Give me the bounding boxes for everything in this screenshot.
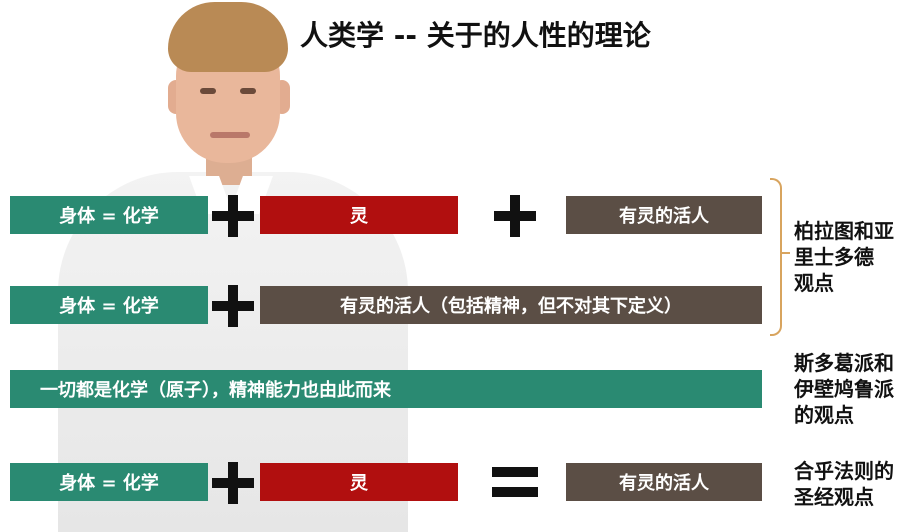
plus-icon	[494, 195, 536, 237]
row2-result-label: 有灵的活人（包括精神，但不对其下定义）	[340, 296, 682, 317]
row4-body-label: 身体 = 化学	[59, 473, 159, 494]
row1-body-label: 身体 = 化学	[59, 206, 159, 227]
row4-body-box: 身体 = 化学	[10, 463, 208, 501]
label-plato-aristotle: 柏拉图和亚 里士多德 观点	[794, 218, 894, 296]
label-biblical: 合乎法则的 圣经观点	[794, 458, 894, 510]
page-title: 人类学 -- 关于的人性的理论	[300, 19, 651, 52]
label-line: 的观点	[794, 403, 854, 427]
label-line: 伊壁鸠鲁派	[794, 377, 894, 401]
row2-result-box: 有灵的活人（包括精神，但不对其下定义）	[260, 286, 762, 324]
plus-icon	[212, 462, 254, 504]
label-line: 斯多葛派和	[794, 351, 894, 375]
row1-result-label: 有灵的活人	[619, 206, 709, 227]
hair	[168, 2, 288, 72]
label-line: 合乎法则的	[794, 459, 894, 483]
row1-spirit-label: 灵	[350, 206, 368, 227]
row1-result-box: 有灵的活人	[566, 196, 762, 234]
row4-result-label: 有灵的活人	[619, 473, 709, 494]
row3-box: 一切都是化学（原子），精神能力也由此而来	[10, 370, 762, 408]
plus-icon	[212, 195, 254, 237]
bracket-icon	[770, 178, 782, 336]
row1-spirit-box: 灵	[260, 196, 458, 234]
row2-body-label: 身体 = 化学	[59, 296, 159, 317]
eye-right	[240, 88, 256, 94]
equals-icon	[492, 467, 538, 499]
row3-label: 一切都是化学（原子），精神能力也由此而来	[40, 380, 391, 401]
label-line: 里士多德	[794, 245, 874, 269]
label-line: 圣经观点	[794, 485, 874, 509]
plus-icon	[212, 285, 254, 327]
eye-left	[200, 88, 216, 94]
row1-body-box: 身体 = 化学	[10, 196, 208, 234]
bracket-nub	[780, 252, 790, 254]
row4-result-box: 有灵的活人	[566, 463, 762, 501]
label-line: 观点	[794, 271, 834, 295]
row2-body-box: 身体 = 化学	[10, 286, 208, 324]
row4-spirit-label: 灵	[350, 473, 368, 494]
mouth	[210, 132, 250, 138]
row4-spirit-box: 灵	[260, 463, 458, 501]
label-line: 柏拉图和亚	[794, 219, 894, 243]
label-stoic-epicurean: 斯多葛派和 伊壁鸠鲁派 的观点	[794, 350, 894, 428]
